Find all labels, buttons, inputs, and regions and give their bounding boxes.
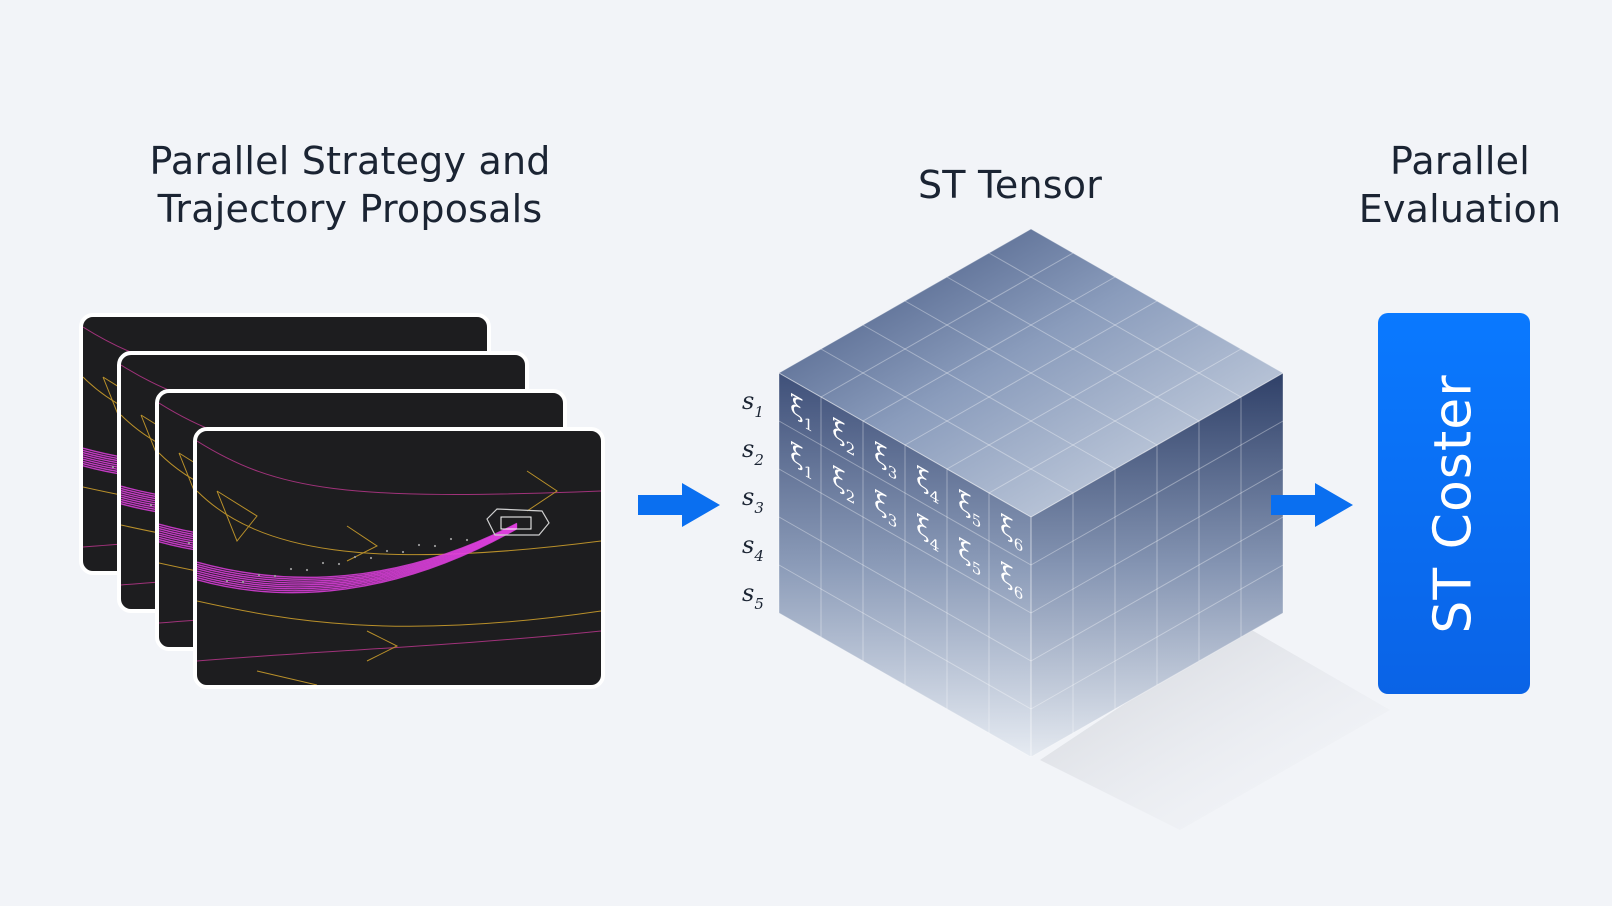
row-label: s3 xyxy=(742,483,764,517)
tensor-heading-text: ST Tensor xyxy=(917,163,1103,207)
tensor-cell-label: ξ1 xyxy=(790,389,813,436)
st-coster-label: ST Coster xyxy=(1424,373,1484,634)
tensor-cell-label: ξ5 xyxy=(958,533,981,580)
tensor-cell-label: ξ5 xyxy=(958,485,981,532)
tensor-front-face xyxy=(779,373,1031,757)
evaluation-heading: Parallel Evaluation xyxy=(1320,137,1600,233)
tensor-shadow xyxy=(1040,625,1390,830)
svg-text:ξ5: ξ5 xyxy=(958,485,981,532)
row-label: s1 xyxy=(742,387,764,421)
svg-text:ξ3: ξ3 xyxy=(874,485,897,532)
evaluation-heading-line1: Parallel xyxy=(1389,139,1531,183)
svg-text:ξ1: ξ1 xyxy=(790,389,813,436)
svg-text:ξ2: ξ2 xyxy=(832,461,855,508)
tensor-grid-lines xyxy=(778,228,1284,758)
tensor-cell-label: ξ2 xyxy=(832,461,855,508)
row-label: s4 xyxy=(742,531,764,565)
svg-text:ξ5: ξ5 xyxy=(958,533,981,580)
tensor-cell-label: ξ6 xyxy=(1000,509,1023,556)
row-label: s5 xyxy=(742,579,764,613)
tensor-cell-label: ξ3 xyxy=(874,437,897,484)
arrow-right-icon xyxy=(1271,483,1353,527)
tensor-cell-label: ξ4 xyxy=(916,461,939,508)
svg-text:ξ4: ξ4 xyxy=(916,509,939,556)
svg-text:ξ2: ξ2 xyxy=(832,413,855,460)
proposals-heading-line2: Trajectory Proposals xyxy=(157,187,543,231)
tensor-faces xyxy=(779,229,1283,757)
tensor-cell-label: ξ6 xyxy=(1000,557,1023,604)
tensor-cell-label: ξ4 xyxy=(916,509,939,556)
tensor-cell-label: ξ3 xyxy=(874,485,897,532)
proposals-heading-line1: Parallel Strategy and xyxy=(149,139,551,183)
tensor-cell-label: ξ1 xyxy=(790,437,813,484)
tensor-heading: ST Tensor xyxy=(860,161,1160,209)
row-label: s2 xyxy=(742,435,764,469)
tensor-side-face xyxy=(1031,373,1283,757)
svg-text:ξ4: ξ4 xyxy=(916,461,939,508)
evaluation-heading-line2: Evaluation xyxy=(1358,187,1562,231)
svg-text:ξ1: ξ1 xyxy=(790,437,813,484)
svg-text:ξ6: ξ6 xyxy=(1000,557,1023,604)
svg-text:ξ6: ξ6 xyxy=(1000,509,1023,556)
tensor-cell-label: ξ2 xyxy=(832,413,855,460)
st-coster-box: ST Coster xyxy=(1378,313,1530,694)
proposal-card-4 xyxy=(193,427,605,689)
svg-text:ξ3: ξ3 xyxy=(874,437,897,484)
proposals-heading: Parallel Strategy and Trajectory Proposa… xyxy=(120,137,580,233)
arrow-right-icon xyxy=(638,483,720,527)
